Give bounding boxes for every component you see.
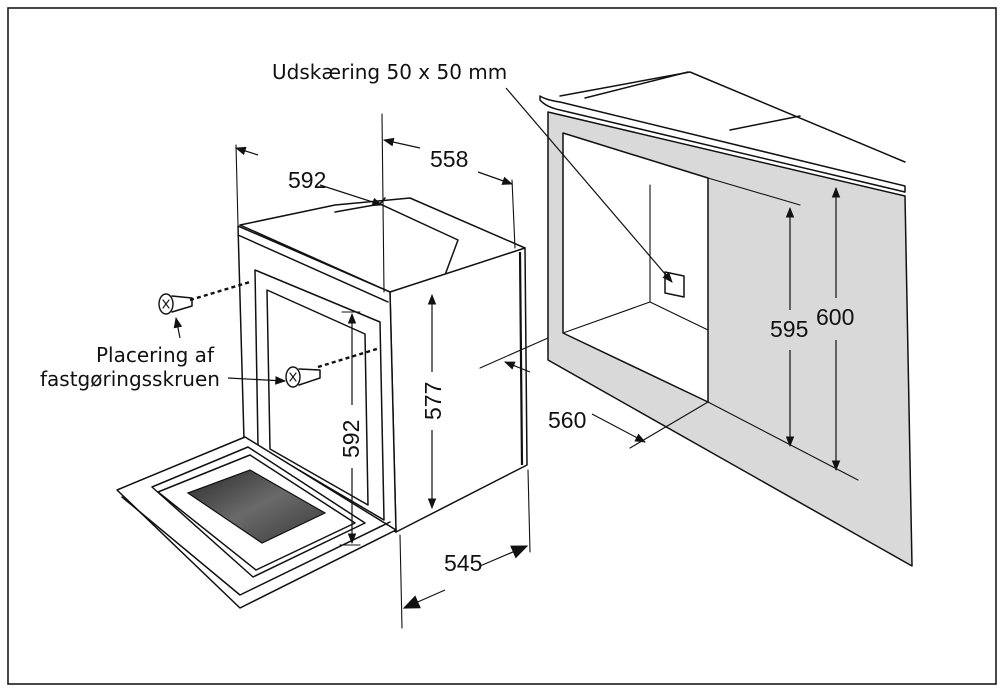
wall-niche [539, 71, 913, 567]
oven-door [116, 436, 397, 609]
dim-niche-height-inner: 595 [770, 316, 808, 342]
dim-oven-width-top: 592 [288, 167, 326, 193]
labels: Udskæring 50 x 50 mm Placering af fastgø… [40, 60, 854, 576]
screws [158, 280, 381, 388]
dim-door-height: 592 [338, 420, 364, 458]
dim-oven-depth-top: 558 [430, 146, 468, 172]
dim-body-height: 577 [420, 382, 446, 420]
dim-body-depth-bottom: 545 [444, 550, 482, 576]
screw-icon [158, 293, 193, 315]
door-window [186, 469, 327, 544]
cutout-label: Udskæring 50 x 50 mm [272, 60, 507, 84]
dim-niche-depth: 560 [548, 407, 586, 433]
screw-label-line1: Placering af [96, 343, 215, 367]
cutout-square [664, 271, 685, 298]
screw-label-line2: fastgøringsskruen [40, 367, 220, 391]
dim-niche-height-outer: 600 [816, 304, 854, 330]
screw-icon [285, 366, 321, 388]
dimension-lines [234, 87, 841, 629]
